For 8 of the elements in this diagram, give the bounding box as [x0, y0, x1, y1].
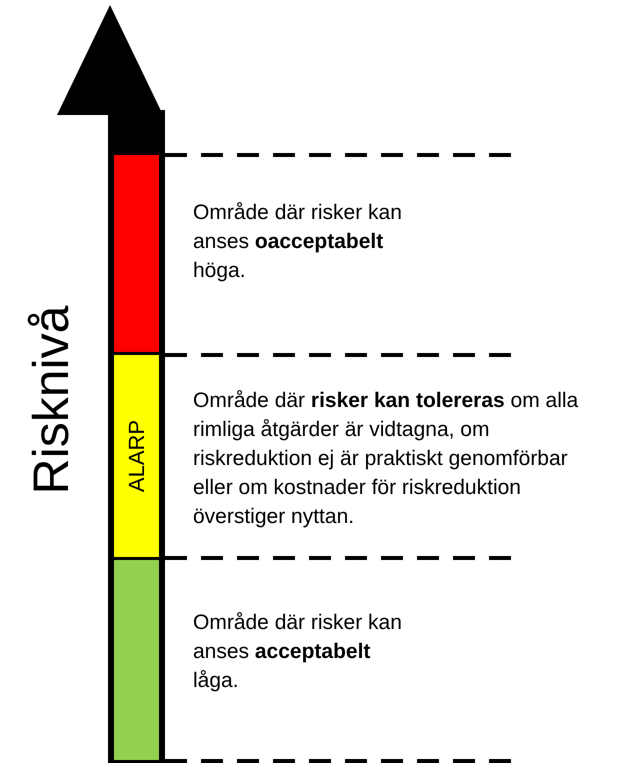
bar-segment — [111, 557, 162, 763]
region-description: Område där risker kan tolereras om alla rimliga åtgärder är vidtagna, om riskreduktion ej är praktiskt genomförbar eller om kostnader för riskreduktion överstiger nyttan. — [193, 388, 580, 530]
region-description: Område där risker kan anses acceptabelt låga. — [193, 610, 403, 694]
band-segment — [111, 352, 162, 560]
bar-segment — [111, 152, 162, 355]
axis-title: Risknivå — [22, 306, 80, 494]
band-label: ALARP — [124, 420, 150, 492]
region-description: Område där risker kan anses oacceptabelt höga. — [193, 200, 403, 284]
